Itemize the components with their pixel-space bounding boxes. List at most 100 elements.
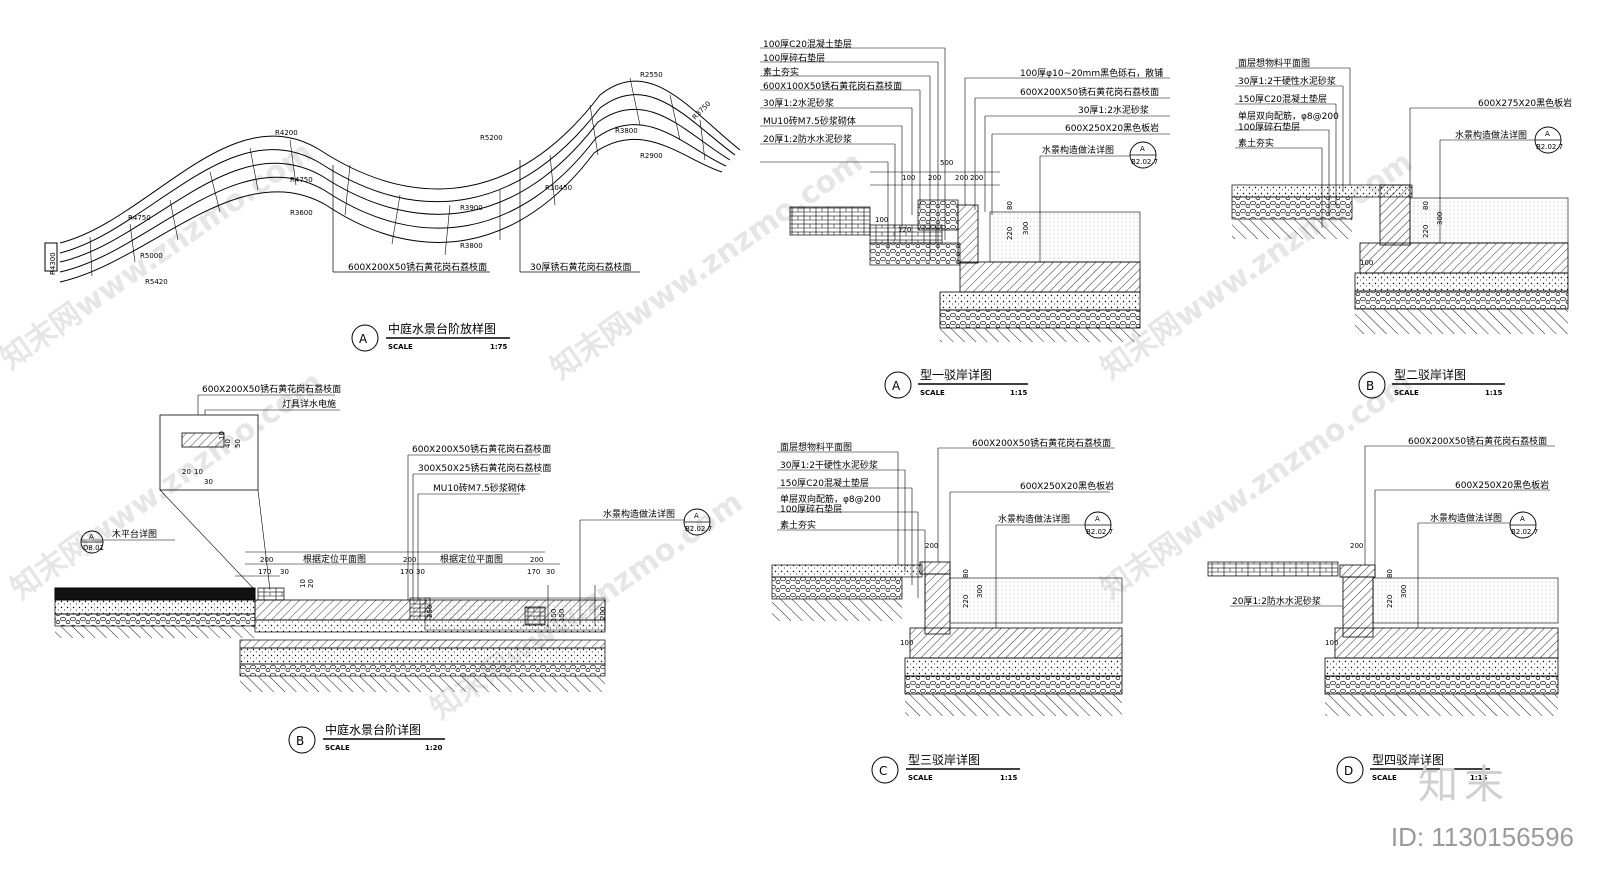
brand-logo: 知末 — [1418, 762, 1510, 808]
scale-value: 1:15 — [1470, 774, 1488, 782]
radius-label: R3600 — [290, 209, 313, 217]
radius-label: R5200 — [480, 134, 503, 142]
callout-text: 100厚碎石垫层 — [1238, 121, 1300, 133]
type1-callouts: 100厚C20混凝土垫层 100厚碎石垫层 素土夯实 600X100X50锈石黄… — [763, 38, 1163, 156]
callout-text: 单层双向配筋，φ8@200 — [1238, 110, 1339, 122]
plan-a-radius-labels: R2550 R3750 R4200 R5200 R3800 R2900 R475… — [49, 71, 712, 286]
title-letter: B — [1366, 379, 1374, 393]
dimension-label: 300 — [976, 585, 984, 598]
dimension-label: 250 — [426, 605, 434, 618]
detail-ref-letter: A — [89, 533, 94, 541]
callout-text: 100厚φ10~20mm黑色砾石，散铺 — [1020, 67, 1163, 79]
dimension-label: 170 — [400, 568, 413, 576]
scale-label: SCALE — [1372, 774, 1397, 782]
type3-callouts: 面层想物料平面图 30厚1:2干硬性水泥砂浆 150厚C20混凝土垫层 单层双向… — [780, 437, 1114, 531]
dimension-label: 200 — [530, 556, 543, 564]
dimension-label: 40 — [224, 439, 232, 448]
detail-ref-letter: A — [1545, 130, 1550, 138]
callout-text: 面层想物料平面图 — [1238, 57, 1310, 69]
plan-a-title-block: A 中庭水景台阶放样图 SCALE 1:75 — [351, 321, 510, 352]
dimension-label: 30 — [546, 568, 555, 576]
dimension-label: 120 — [898, 226, 911, 234]
dimension-label: 200 — [599, 607, 607, 620]
image-id: ID: 1130156596 — [1390, 822, 1574, 852]
callout-text: MU10砖M7.5砂浆砌体 — [763, 115, 856, 127]
title-letter: C — [879, 764, 887, 778]
dimension-label: 220 — [1422, 225, 1430, 238]
callout-text: 素土夯实 — [780, 519, 816, 531]
radius-label: R4200 — [275, 129, 298, 137]
callout-text: 水景构造做法详图 — [998, 513, 1070, 525]
dimension-label: 50 — [234, 439, 242, 448]
callout-text: 素土夯实 — [763, 66, 799, 78]
callout-text: 水景构造做法详图 — [1430, 512, 1502, 524]
scale-value: 1:75 — [490, 343, 508, 351]
radius-label: R4300 — [49, 252, 57, 275]
callout-text: 20厚1:2防水水泥砂浆 — [1232, 595, 1321, 607]
dimension-label: 150 — [550, 609, 558, 622]
dimension-label: 200 — [955, 174, 968, 182]
dimension-label: 300 — [1022, 222, 1030, 235]
type3-drawing — [771, 447, 1123, 716]
dimension-label: 500 — [940, 159, 953, 167]
dimension-label: 10 — [194, 468, 203, 476]
radius-label: R5000 — [140, 252, 163, 260]
type1-drawing — [760, 47, 1170, 342]
section-b-refs: A D8.01 A B2.02.7 — [80, 508, 712, 554]
plan-a-curved-steps — [44, 77, 741, 283]
dimension-label: 200 — [928, 174, 941, 182]
scale-label: SCALE — [920, 389, 945, 397]
radius-label: R3900 — [460, 204, 483, 212]
callout-text: 100厚碎石垫层 — [780, 503, 842, 515]
detail-ref-letter: A — [694, 512, 699, 520]
radius-label: R5420 — [145, 278, 168, 286]
callout-text: 600X200X50锈石黄花岗石荔枝面 — [348, 261, 487, 273]
plan-a-callouts — [332, 160, 640, 273]
callout-text: 100厚C20混凝土垫层 — [763, 38, 852, 50]
callout-text: MU10砖M7.5砂浆砌体 — [433, 482, 526, 494]
type4-drawing — [1207, 445, 1559, 716]
dimension-label: 80 — [1006, 201, 1014, 210]
detail-ref-sheet: B2.02.7 — [1131, 158, 1158, 166]
title-text: 中庭水景台阶详图 — [325, 722, 421, 737]
detail-ref-sheet: B2.02.7 — [1536, 143, 1563, 151]
callout-text: 600X250X20黑色板岩 — [1455, 479, 1549, 491]
title-letter: B — [296, 734, 304, 748]
callout-text: 20厚1:2防水水泥砂浆 — [763, 133, 852, 145]
section-b-dimensions: 200 170 30 根据定位平面图 200 170 30 根据定位平面图 20… — [182, 431, 607, 622]
type2-drawing — [1231, 67, 1569, 334]
callout-text: 30厚1:2水泥砂浆 — [1078, 104, 1149, 116]
dimension-label: 200 — [260, 556, 273, 564]
dimension-label: 200 — [1350, 542, 1363, 550]
radius-label: R2900 — [640, 152, 663, 160]
dimension-label: 100 — [900, 639, 913, 647]
dimension-label: 80 — [1386, 569, 1394, 578]
dimension-label: 300 — [1400, 585, 1408, 598]
callout-text: 600X100X50锈石黄花岗石荔枝面 — [763, 80, 902, 92]
callout-text: 30厚1:2水泥砂浆 — [763, 97, 834, 109]
radius-label: R4750 — [290, 176, 313, 184]
section-b-callouts: 600X200X50锈石黄花岗石荔枝面 灯具详水电施 600X200X50锈石黄… — [112, 383, 675, 540]
dimension-label: 100 — [902, 174, 915, 182]
dimension-label: 170 — [527, 568, 540, 576]
type3-dimensions: 200 80 220 300 100 — [900, 542, 984, 647]
dimension-label: 30 — [416, 568, 425, 576]
callout-text: 600X200X50锈石黄花岗石荔枝面 — [1020, 86, 1159, 98]
scale-label: SCALE — [908, 774, 933, 782]
radius-label: R10450 — [545, 184, 572, 192]
title-text: 型一驳岸详图 — [920, 367, 992, 382]
dimension-label: 100 — [1325, 639, 1338, 647]
type2-callouts: 面层想物料平面图 30厚1:2干硬性水泥砂浆 150厚C20混凝土垫层 单层双向… — [1238, 57, 1572, 149]
dimension-label: 20 — [307, 579, 315, 588]
callout-text: 600X250X20黑色板岩 — [1065, 122, 1159, 134]
scale-value: 1:15 — [1010, 389, 1028, 397]
type3-ref: A B2.02.7 — [1084, 511, 1113, 539]
callout-text: 600X200X50锈石黄花岗石荔枝面 — [202, 383, 341, 395]
callout-text: 面层想物料平面图 — [780, 441, 852, 453]
dimension-label: 80 — [1422, 201, 1430, 210]
type4-dimensions: 200 80 220 300 100 — [1325, 542, 1408, 647]
scale-label: SCALE — [1394, 389, 1419, 397]
detail-ref-sheet: B2.02.7 — [1086, 528, 1113, 536]
dimension-label: 100 — [1360, 259, 1373, 267]
